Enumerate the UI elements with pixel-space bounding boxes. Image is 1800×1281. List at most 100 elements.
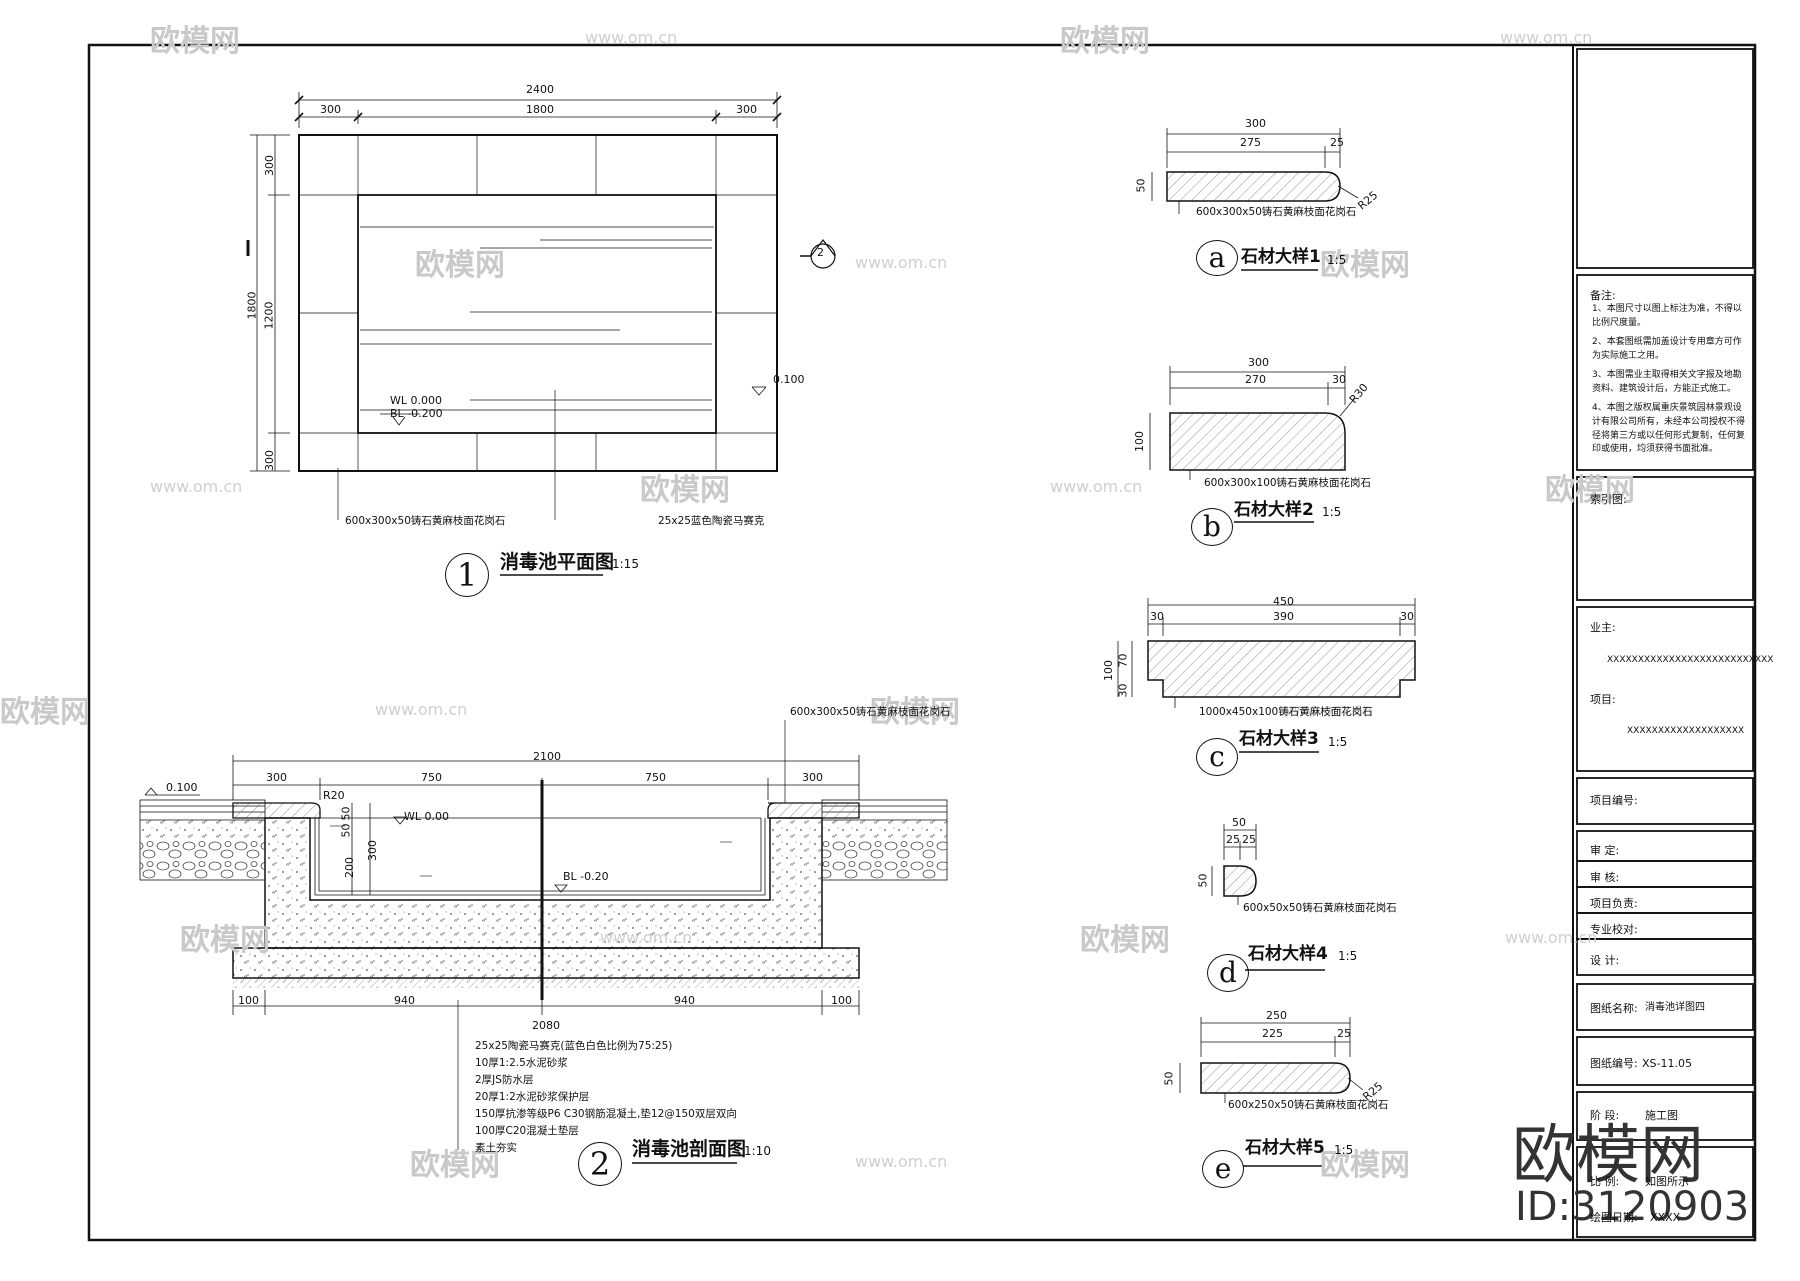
watermark-brand: 欧模网 (1545, 473, 1635, 508)
detail-b-scale: 1:5 (1322, 505, 1342, 519)
note-item: 4、本图之版权属重庆景筑园林景观设计有限公司所有，未经本公司授权不得径将第三方或… (1592, 402, 1746, 455)
detail-d-label: 600x50x50铸石黄麻枝面花岗石 (1243, 902, 1397, 914)
title-block-boxes (1576, 48, 1754, 1238)
watermark-brand: 欧模网 (0, 695, 90, 730)
detail-a-scale: 1:5 (1327, 253, 1347, 267)
section-dim-bottom-c: 940 (674, 994, 695, 1007)
section-dim-c: 750 (645, 771, 666, 784)
section-side-dim-d: 200 (343, 857, 356, 878)
section-elevation: 0.100 (166, 781, 198, 794)
layer-label: 10厚1:2.5水泥砂浆 (475, 1057, 568, 1069)
section-view (139, 720, 948, 1150)
plan-scale: 1:15 (612, 557, 639, 571)
detail-c-dim-a: 390 (1273, 610, 1294, 623)
notes-title: 备注: (1590, 289, 1616, 302)
watermark-url: www.om.cn (600, 928, 693, 947)
detail-c-scale: 1:5 (1328, 735, 1348, 749)
detail-e-title: 石材大样5 (1245, 1138, 1325, 1158)
detail-c-dim-total: 450 (1273, 595, 1294, 608)
detail-c-letter-circle: c (1196, 738, 1238, 776)
section-layer-list: 25x25陶瓷马赛克(蓝色白色比例为75:25) 10厚1:2.5水泥砂浆 2厚… (475, 1038, 737, 1157)
watermark-brand: 欧模网 (415, 248, 505, 283)
detail-b-letter-circle: b (1191, 508, 1233, 546)
watermark-url: www.om.cn (375, 700, 468, 719)
notes-list: 1、本图尺寸以图上标注为准，不得以比例尺度量。 2、本套图纸需加盖设计专用章方可… (1592, 303, 1750, 457)
watermark-brand: 欧模网 (1320, 248, 1410, 283)
detail-c-height-1: 70 (1116, 653, 1130, 668)
section-dim-d: 300 (802, 771, 823, 784)
watermark-brand: 欧模网 (180, 923, 270, 958)
note-item: 2、本套图纸需加盖设计专用章方可作为实际施工之用。 (1592, 336, 1742, 361)
section-number-circle: 2 (578, 1142, 622, 1186)
watermark-url: www.om.cn (1500, 28, 1593, 47)
scale-label: 比 例: (1590, 1175, 1620, 1188)
detail-e-label: 600x250x50铸石黄麻枝面花岗石 (1228, 1099, 1389, 1111)
section-side-dim-c: 300 (366, 840, 379, 861)
note-item: 1、本图尺寸以图上标注为准，不得以比例尺度量。 (1592, 304, 1742, 328)
sheet-frame (87, 43, 1757, 1242)
layer-label: 20厚1:2水泥砂浆保护层 (475, 1091, 590, 1103)
detail-d-height: 50 (1196, 873, 1210, 888)
detail-a-dim-b: 25 (1330, 136, 1344, 149)
scale-value: 如图所示 (1645, 1175, 1689, 1188)
plan-dim-right: 300 (736, 103, 757, 116)
watermark-url: www.om.cn (855, 253, 948, 272)
plan-dim-left: 300 (320, 103, 341, 116)
section-dim-bottom-a: 100 (238, 994, 259, 1007)
plan-elevation: 0.100 (773, 373, 805, 386)
layer-label: 2厚JS防水层 (475, 1074, 534, 1086)
plan-dim-total-height: 1800 (245, 291, 259, 320)
detail-shapes (500, 128, 1416, 1167)
watermark-brand: 欧模网 (870, 695, 960, 730)
prof-label: 专业校对: (1590, 923, 1638, 936)
plan-title: 消毒池平面图 (500, 551, 615, 573)
plan-bottom-level: BL -0.200 (390, 407, 443, 420)
detail-a-dim-a: 275 (1240, 136, 1261, 149)
detail-b-title: 石材大样2 (1234, 500, 1314, 520)
stage-label: 阶 段: (1590, 1109, 1620, 1122)
section-dim-bottom-total: 2080 (532, 1019, 560, 1032)
detail-e-dim-b: 25 (1337, 1027, 1351, 1040)
detail-d-dim-a: 25 (1226, 833, 1240, 846)
design-label: 设 计: (1590, 954, 1620, 967)
owner-value: XXXXXXXXXXXXXXXXXXXXXXXXXXX (1607, 655, 1774, 665)
watermark-url: www.om.cn (1050, 477, 1143, 496)
detail-e-dim-a: 225 (1262, 1027, 1283, 1040)
watermark-brand: 欧模网 (150, 24, 240, 59)
detail-d-dim-b: 25 (1242, 833, 1256, 846)
plan-dim-mid-h: 1200 (262, 301, 276, 330)
watermark-url: www.om.cn (1280, 700, 1373, 719)
section-dim-bottom-b: 940 (394, 994, 415, 1007)
detail-a-letter-circle: a (1196, 240, 1238, 276)
check-label: 审 核: (1590, 871, 1620, 884)
project-value: XXXXXXXXXXXXXXXXXXX (1627, 726, 1745, 736)
date-label: 绘图日期: (1590, 1211, 1638, 1224)
detail-b-label: 600x300x100铸石黄麻枝面花岗石 (1204, 477, 1372, 489)
detail-d-title: 石材大样4 (1248, 944, 1328, 964)
section-dim-b: 750 (421, 771, 442, 784)
detail-d-dim-total: 50 (1232, 816, 1246, 829)
detail-a-dim-total: 300 (1245, 117, 1266, 130)
section-bottom-level: BL -0.20 (563, 870, 609, 883)
watermark-brand: 欧模网 (640, 473, 730, 508)
detail-d-letter-circle: d (1207, 954, 1249, 992)
detail-c-dim-right: 30 (1400, 610, 1414, 623)
plan-water-level: WL 0.000 (390, 394, 442, 407)
section-water-level: WL 0.00 (404, 810, 449, 823)
detail-c-title: 石材大样3 (1239, 729, 1319, 749)
section-dim-bottom-d: 100 (831, 994, 852, 1007)
section-top-label: 600x300x50铸石黄麻枝面花岗石 (790, 706, 951, 718)
layer-label: 150厚抗渗等级P6 C30钢筋混凝土,垫12@150双层双向 (475, 1108, 737, 1120)
detail-b-dim-b: 30 (1332, 373, 1346, 386)
watermark-brand: 欧模网 (1080, 923, 1170, 958)
detail-b-dim-total: 300 (1248, 356, 1269, 369)
plan-dim-top: 300 (263, 155, 276, 176)
plan-dim-mid: 1800 (526, 103, 554, 116)
detail-b-dim-a: 270 (1245, 373, 1266, 386)
plan-number-circle: 1 (445, 553, 489, 597)
detail-c-label: 1000x450x100铸石黄麻枝面花岗石 (1199, 706, 1373, 718)
detail-a-title: 石材大样1 (1241, 247, 1321, 267)
project-no-label: 项目编号: (1590, 794, 1638, 807)
stage-value: 施工图 (1645, 1109, 1678, 1122)
